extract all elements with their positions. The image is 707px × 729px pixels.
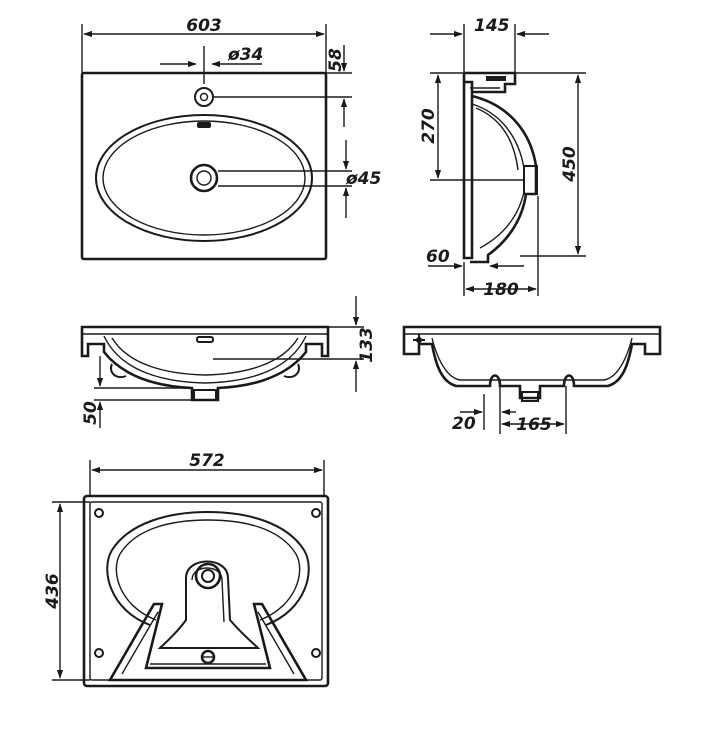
dim-drain: ø45	[345, 169, 381, 189]
bottom-bowl	[106, 510, 310, 626]
bowl-outer	[95, 114, 313, 242]
dim-top-width: 603	[186, 16, 222, 36]
tap-hole	[194, 87, 214, 107]
dim-bottom-width: 572	[189, 451, 225, 471]
front-view: 133 50	[80, 296, 377, 428]
dim-rear-span: 165	[516, 415, 552, 435]
dim-side-height-upper: 270	[419, 108, 439, 144]
dim-bottom-depth: 436	[43, 573, 63, 610]
bottom-view-outline	[82, 494, 330, 688]
bowl-inner	[102, 120, 306, 236]
overflow-slot	[197, 122, 211, 128]
dim-front-height: 133	[357, 327, 377, 363]
drain-hole	[189, 163, 219, 193]
side-view: 145 270 450 60 180	[419, 16, 586, 300]
dim-side-depth: 145	[474, 16, 510, 36]
bottom-drain-tail	[157, 560, 261, 649]
rear-view: 20 165	[402, 325, 662, 435]
dim-top-offset: 58	[326, 48, 346, 72]
bottom-view: 572 436	[43, 451, 330, 688]
dim-side-bottom: 60	[426, 247, 450, 267]
dim-front-drop: 50	[81, 401, 101, 425]
side-view-bowl	[470, 94, 538, 264]
rear-view-outline	[402, 325, 662, 400]
dim-tap-hole: ø34	[227, 45, 263, 65]
top-view: 603 ø34 ø45 58	[80, 16, 381, 261]
dim-side-base: 180	[483, 280, 519, 300]
side-view-back	[462, 73, 474, 260]
dim-rear-offset: 20	[452, 414, 476, 434]
front-view-outline	[80, 325, 330, 402]
dim-side-height: 450	[560, 146, 580, 183]
bottom-bracket	[107, 602, 309, 682]
